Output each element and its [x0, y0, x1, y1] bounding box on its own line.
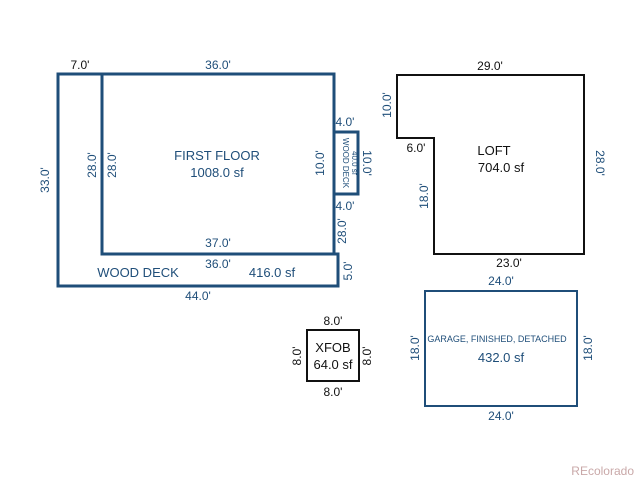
xfob-top-dim: 8.0'	[324, 314, 343, 328]
xfob-bottom-dim: 8.0'	[324, 385, 343, 399]
loft-name: LOFT	[477, 143, 510, 158]
xfob-area: 64.0 sf	[313, 357, 352, 372]
first-floor-top-dim: 36.0'	[205, 58, 231, 72]
xfob-name: XFOB	[315, 340, 350, 355]
xfob-right-dim: 8.0'	[360, 347, 374, 366]
small-deck-bottom-dim: 4.0'	[336, 199, 355, 213]
loft-bottom-dim: 23.0'	[496, 256, 522, 270]
wood-deck-right-dim: 5.0'	[341, 262, 355, 281]
wood-deck-bottom-dim: 44.0'	[185, 289, 211, 303]
garage-right-dim: 18.0'	[581, 335, 595, 361]
wood-deck-left-inner-dim: 28.0'	[85, 152, 99, 178]
loft-area: 704.0 sf	[478, 160, 525, 175]
wood-deck-inner-bottom-dim: 36.0'	[205, 257, 231, 271]
first-floor-left-dim: 28.0'	[105, 152, 119, 178]
loft-left-upper-dim: 10.0'	[380, 92, 394, 118]
loft-left-lower-dim: 18.0'	[417, 183, 431, 209]
wood-deck-name: WOOD DECK	[97, 265, 179, 280]
garage-area: 432.0 sf	[478, 350, 525, 365]
first-floor-bottom-dim: 37.0'	[205, 236, 231, 250]
loft-outline	[396, 74, 585, 255]
garage-left-dim: 18.0'	[408, 335, 422, 361]
garage-outline	[424, 290, 578, 407]
first-floor-right-dim: 10.0'	[313, 150, 327, 176]
first-floor-outline	[100, 72, 336, 256]
garage-bottom-dim: 24.0'	[488, 409, 514, 423]
wood-deck-top-left-dim: 7.0'	[71, 58, 90, 72]
xfob-outline	[306, 329, 360, 382]
xfob-left-dim: 8.0'	[290, 347, 304, 366]
small-deck-right-dim: 10.0'	[360, 150, 374, 176]
garage-name: GARAGE, FINISHED, DETACHED	[427, 334, 567, 344]
first-floor-area: 1008.0 sf	[190, 165, 244, 180]
small-deck-top-dim: 4.0'	[336, 115, 355, 129]
wood-deck-area: 416.0 sf	[249, 265, 296, 280]
recolorado-watermark: REcolorado	[571, 464, 634, 478]
first-floor-name: FIRST FLOOR	[174, 148, 260, 163]
garage-top-dim: 24.0'	[488, 274, 514, 288]
loft-right-dim: 28.0'	[593, 150, 607, 176]
loft-notch-dim: 6.0'	[407, 141, 426, 155]
small-deck-name: WOOD DECK	[341, 138, 350, 189]
loft-top-dim: 29.0'	[477, 59, 503, 73]
small-wood-deck-outline	[332, 130, 360, 196]
wood-deck-left-outer-dim: 33.0'	[38, 167, 52, 193]
small-deck-area: 40.0 sf	[350, 151, 359, 176]
first-floor-right-lower-dim: 28.0'	[335, 218, 349, 244]
